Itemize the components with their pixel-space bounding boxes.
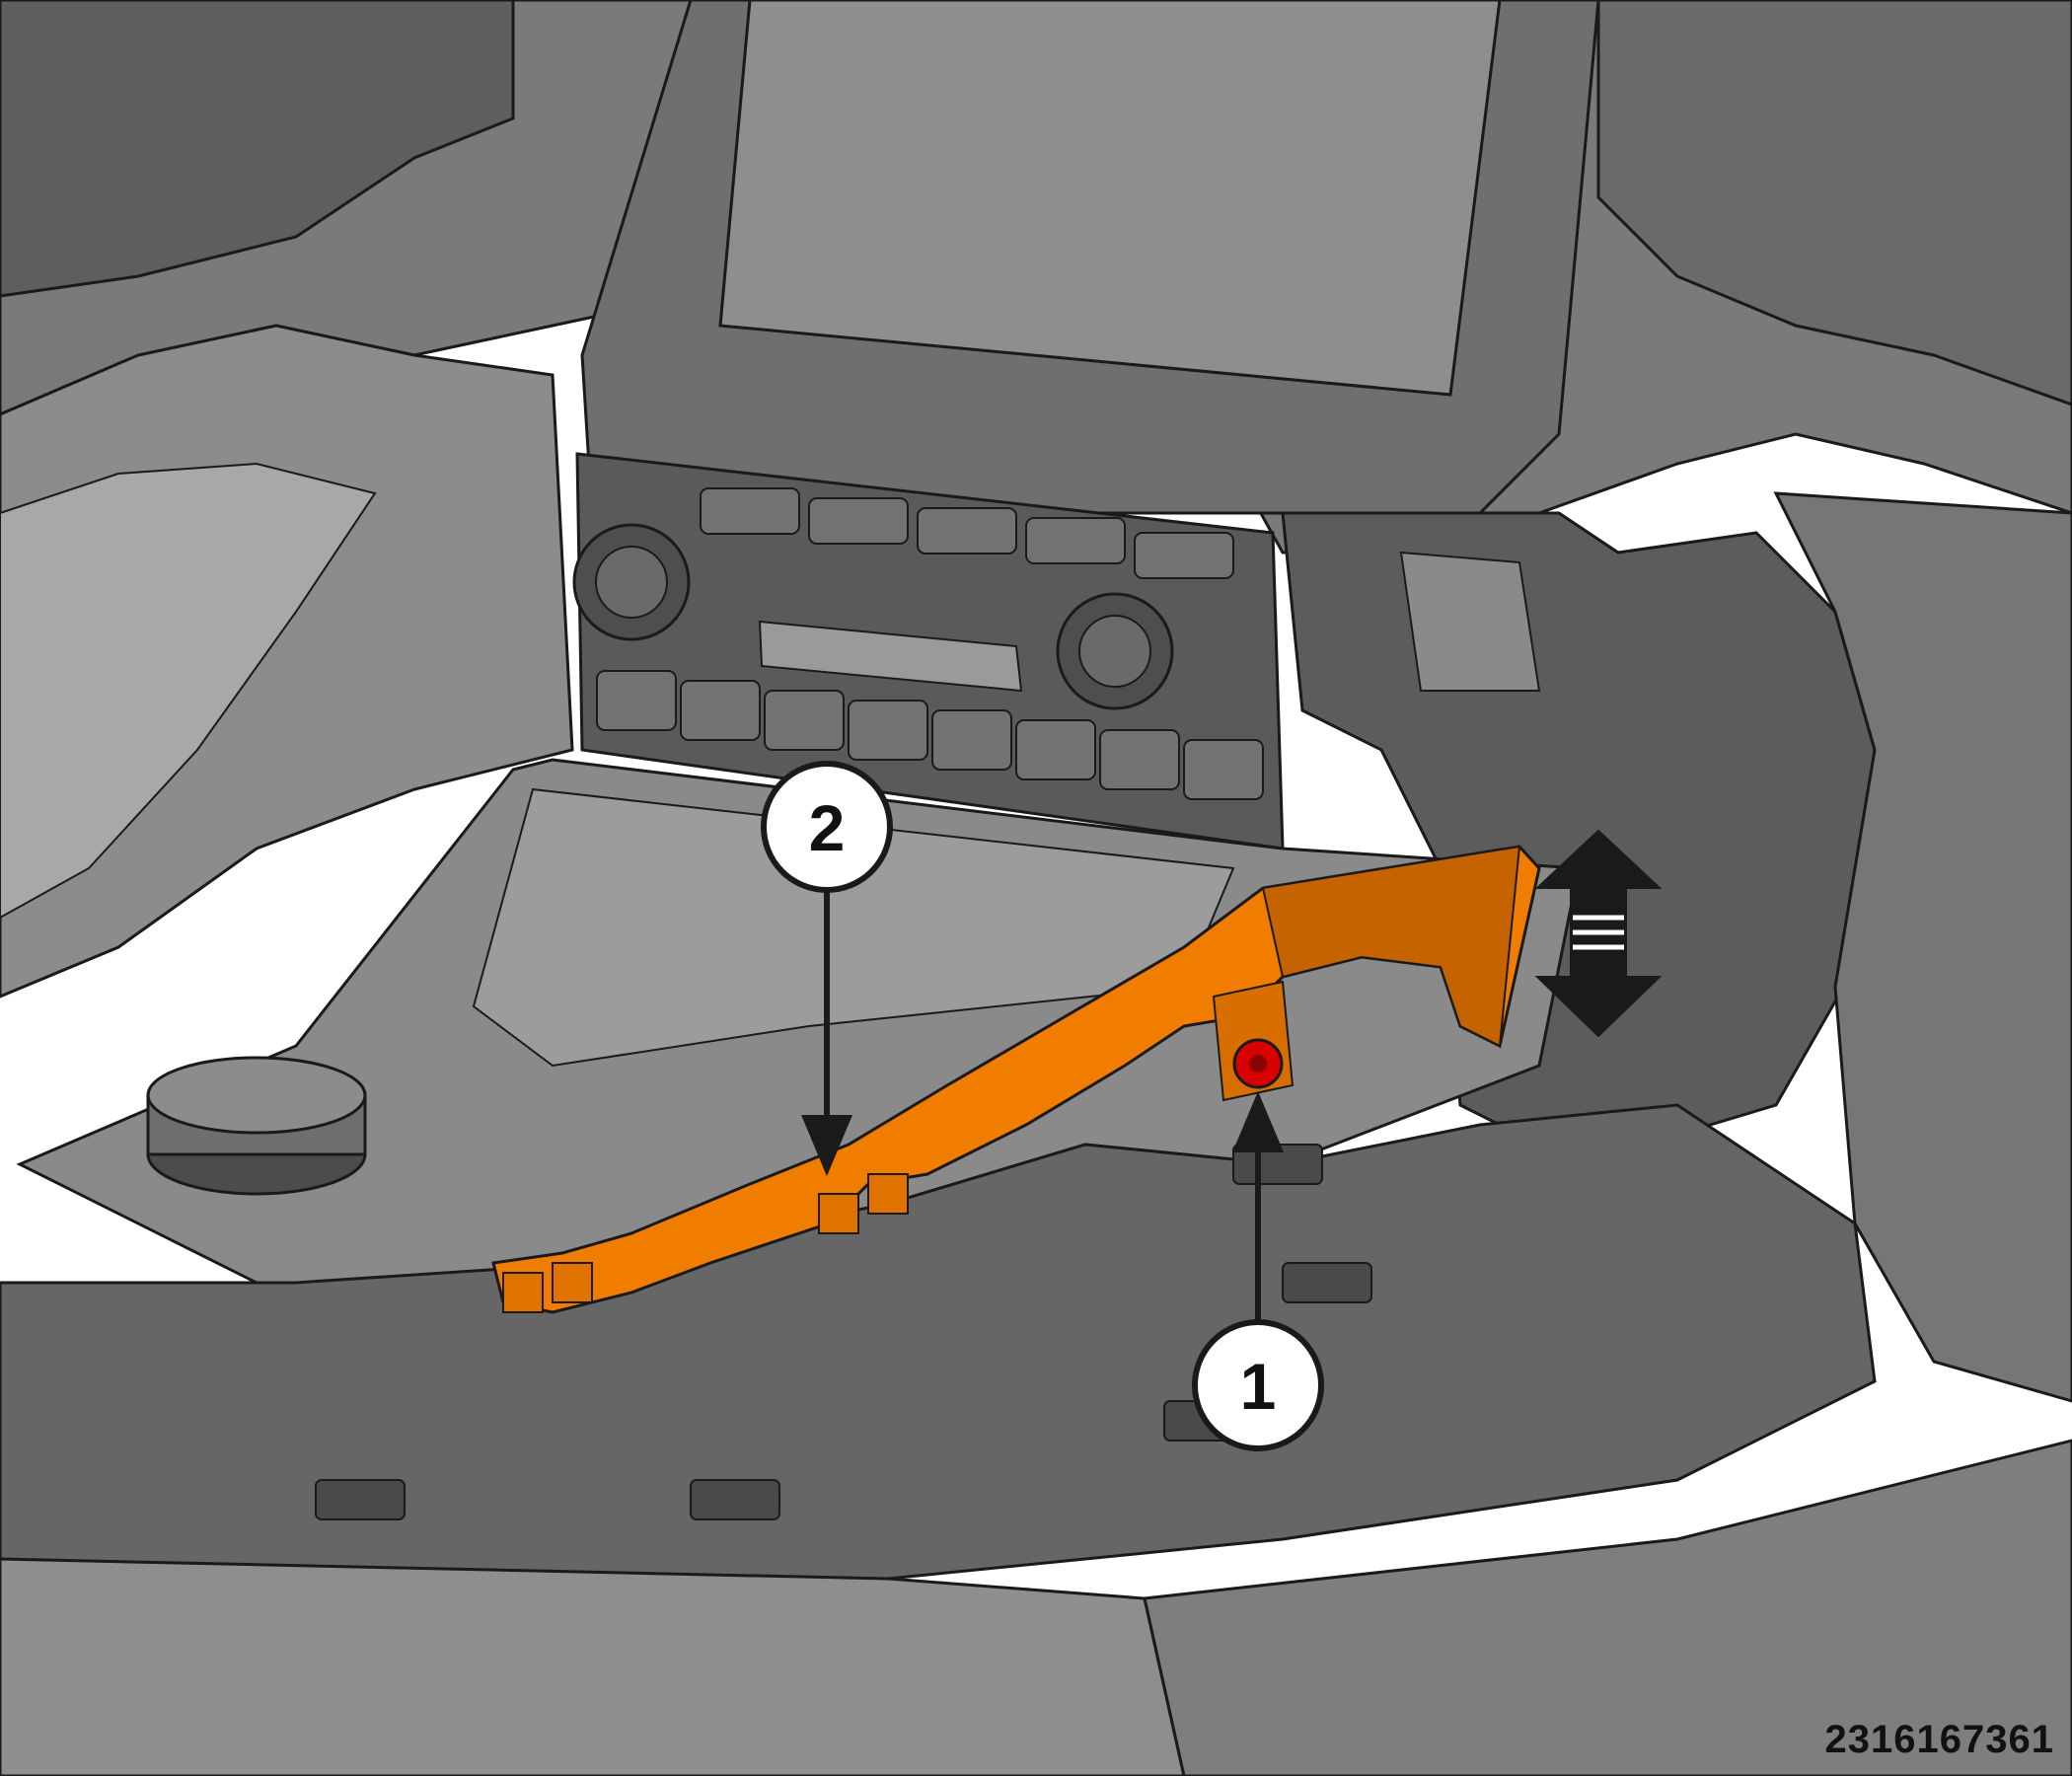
figure-id: 2316167361	[1824, 1718, 2054, 1761]
screw-fastener-icon	[1232, 1038, 1284, 1089]
double-arrow-stripes	[1573, 915, 1624, 950]
trim-bezel-clips	[502, 1173, 909, 1313]
callout-2: 2	[761, 761, 893, 1176]
console-lower-panel	[0, 1557, 1186, 1776]
center-slot	[758, 620, 1023, 693]
callout-2-circle	[761, 761, 893, 893]
left-knee-panel	[0, 462, 377, 920]
callout-1-circle	[1192, 1319, 1324, 1451]
gear-selector-knob	[146, 1056, 367, 1196]
instrument-hood	[0, 0, 515, 298]
callout-2-number: 2	[809, 791, 846, 864]
console-tray	[472, 787, 1235, 1068]
display-screen	[718, 0, 1502, 397]
control-buttons-top-row	[700, 487, 1234, 579]
console-lower-panel-right	[1143, 1439, 2072, 1776]
callout-1-number: 1	[1240, 1350, 1277, 1423]
control-buttons-bottom-row	[596, 670, 1264, 800]
right-dash-pad	[1596, 0, 2072, 407]
control-knob-right	[1056, 592, 1174, 710]
callout-1: 1	[1192, 1091, 1324, 1451]
callout-1-arrowhead	[1232, 1091, 1284, 1152]
callout-2-arrowhead	[801, 1115, 852, 1176]
trim-bezel-shadow	[1261, 845, 1521, 1048]
control-knob-left	[572, 523, 691, 641]
right-bracket-tab	[1399, 551, 1541, 692]
